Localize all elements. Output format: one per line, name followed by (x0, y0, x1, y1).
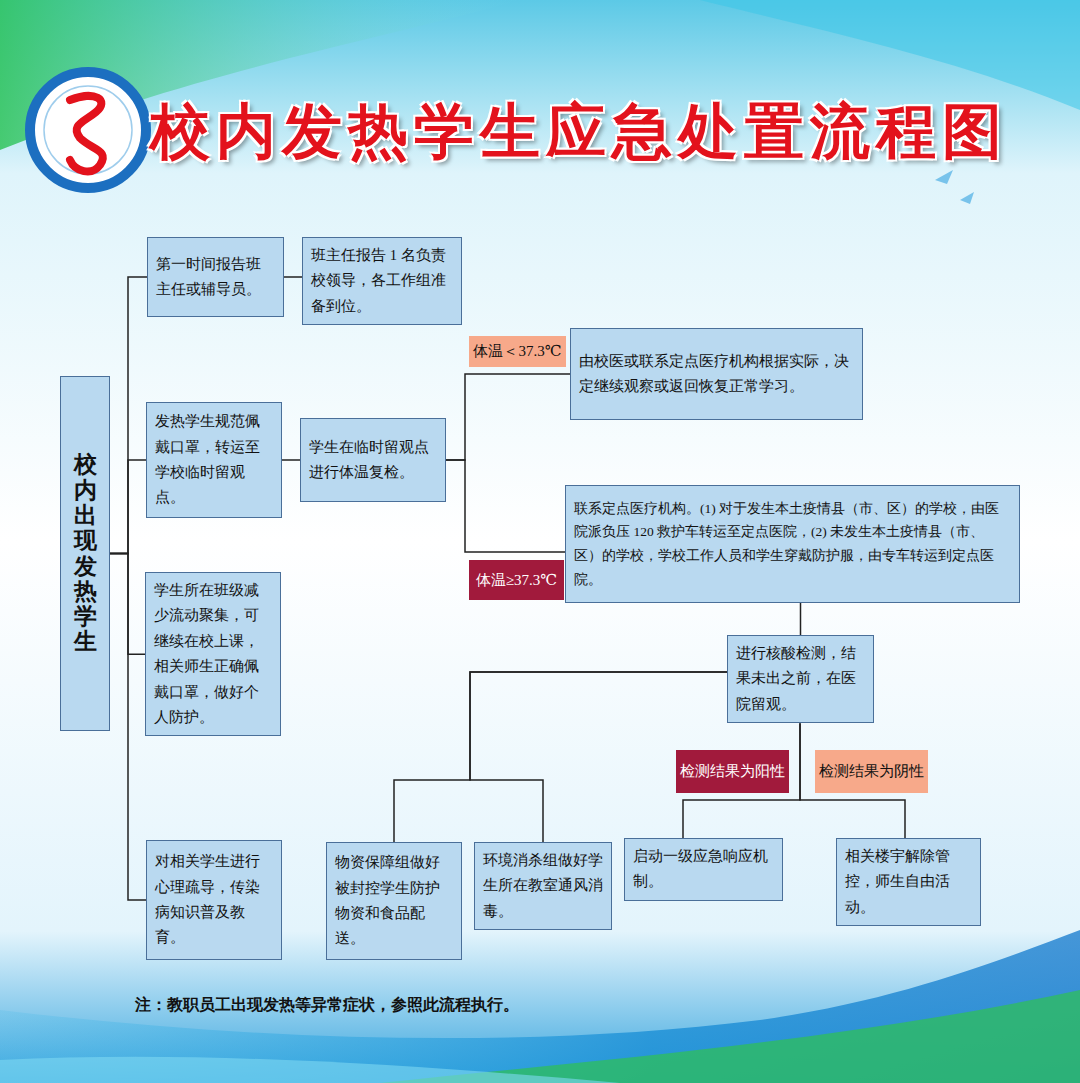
box-text: 启动一级应急响应机制。 (633, 844, 774, 895)
bird (935, 170, 953, 184)
title: 校内发热学生应急处置流程图 (150, 92, 1008, 173)
process-box: 班主任报告 1 名负责校领导，各工作组准备到位。 (302, 237, 462, 325)
bird (960, 192, 974, 204)
process-box: 启动一级应急响应机制。 (624, 838, 783, 901)
connector (110, 277, 147, 554)
box-text: 相关楼宇解除管控，师生自由活动。 (845, 844, 972, 920)
box-text: 联系定点医疗机构。(1) 对于发生本土疫情县（市、区）的学校，由医院派负压 12… (574, 497, 1011, 592)
box-text: 物资保障组做好被封控学生防护物资和食品配送。 (335, 850, 453, 952)
box-text: 进行核酸检测，结果未出之前，在医院留观。 (736, 641, 865, 717)
connector (282, 459, 300, 461)
condition-label: 检测结果为阳性 (676, 750, 789, 793)
footnote: 注：教职员工出现发热等异常症状，参照此流程执行。 (135, 995, 519, 1016)
box-text: 由校医或联系定点医疗机构根据实际，决定继续观察或返回恢复正常学习。 (579, 349, 854, 400)
condition-label: 体温＜37.3℃ (469, 336, 566, 367)
box-text: 发热学生规范佩戴口罩，转运至学校临时留观点。 (155, 409, 273, 511)
box-text: 学生所在班级减少流动聚集，可继续在校上课，相关师生正确佩戴口罩，做好个人防护。 (154, 578, 272, 730)
box-text: 第一时间报告班主任或辅导员。 (156, 252, 275, 303)
logo-inner (44, 86, 132, 174)
process-box: 相关楼宇解除管控，师生自由活动。 (836, 838, 981, 926)
process-box: 学生在临时留观点进行体温复检。 (300, 418, 446, 502)
process-box: 学生所在班级减少流动聚集，可继续在校上课，相关师生正确佩戴口罩，做好个人防护。 (145, 572, 281, 736)
box-text: 校内出现发热学生 (74, 452, 97, 654)
box-text: 对相关学生进行心理疏导，传染病知识普及教育。 (155, 849, 273, 951)
box-text: 环境消杀组做好学生所在教室通风消毒。 (483, 848, 603, 924)
process-box: 联系定点医疗机构。(1) 对于发生本土疫情县（市、区）的学校，由医院派负压 12… (565, 485, 1020, 603)
logo-mark (70, 96, 103, 172)
process-box: 由校医或联系定点医疗机构根据实际，决定继续观察或返回恢复正常学习。 (570, 328, 863, 420)
bottom-wave (0, 1057, 620, 1083)
process-box: 第一时间报告班主任或辅导员。 (147, 237, 284, 317)
condition-label: 体温≥37.3℃ (469, 560, 564, 600)
connector (110, 460, 146, 554)
connector (110, 554, 146, 901)
top-swoosh (700, 0, 1080, 110)
process-box: 环境消杀组做好学生所在教室通风消毒。 (474, 842, 612, 930)
process-box: 发热学生规范佩戴口罩，转运至学校临时留观点。 (146, 402, 282, 518)
condition-label: 检测结果为阴性 (815, 750, 928, 793)
box-text: 学生在临时留观点进行体温复检。 (309, 435, 437, 486)
process-box: 物资保障组做好被封控学生防护物资和食品配送。 (326, 842, 462, 960)
start-box: 校内出现发热学生 (60, 376, 110, 731)
process-box: 对相关学生进行心理疏导，传染病知识普及教育。 (146, 840, 282, 960)
birds (935, 170, 974, 204)
box-text: 班主任报告 1 名负责校领导，各工作组准备到位。 (311, 243, 453, 319)
connector (284, 276, 302, 278)
process-box: 进行核酸检测，结果未出之前，在医院留观。 (727, 635, 874, 723)
connector (800, 603, 802, 635)
logo-ring (30, 72, 146, 188)
connector (446, 374, 570, 460)
logo (30, 72, 146, 188)
connector (446, 460, 565, 552)
